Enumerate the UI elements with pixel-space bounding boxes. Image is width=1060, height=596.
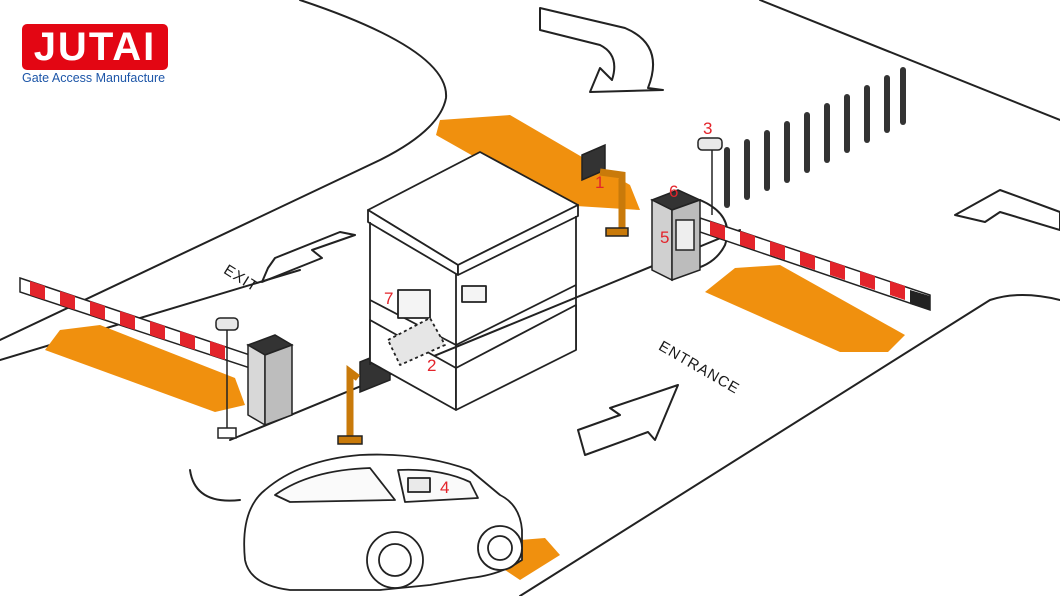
road-edge-upper-left [0, 0, 448, 341]
road-edge-top-right [759, 0, 1060, 121]
ground-loops [45, 115, 905, 580]
card-reader-1 [581, 143, 629, 237]
barrier-gate-exit [246, 334, 294, 427]
ticket-dispenser [650, 189, 702, 282]
callout-5: 5 [660, 228, 669, 247]
road-edge-lower-left [189, 469, 241, 502]
loop-left [45, 325, 245, 412]
jutai-logo: JUTAI Gate Access Manufacture [22, 24, 172, 85]
callout-7: 7 [384, 289, 393, 308]
logo-tagline: Gate Access Manufacture [22, 71, 166, 85]
exit-label: EXIT [221, 261, 262, 295]
loop-top [436, 115, 640, 210]
camera-exit [215, 317, 239, 439]
arrow-entrance [577, 384, 679, 456]
car [243, 453, 523, 591]
arrow-right [954, 189, 1060, 231]
callout-4: 4 [440, 478, 449, 497]
arrow-top-turn [539, 7, 664, 93]
barrier-arm-entrance [699, 216, 931, 312]
road-edge-bottom-right [519, 294, 1060, 596]
fence [724, 67, 906, 208]
camera-entrance [697, 137, 723, 215]
callout-1: 1 [595, 173, 604, 192]
callout-2: 2 [427, 356, 436, 375]
logo-brand: JUTAI [22, 24, 168, 70]
callout-6: 6 [669, 182, 678, 201]
arrow-exit [261, 231, 356, 283]
callout-3: 3 [703, 119, 712, 138]
toll-booth [367, 151, 579, 411]
loop-right [705, 265, 905, 352]
road-edge-island-curve [689, 199, 729, 271]
